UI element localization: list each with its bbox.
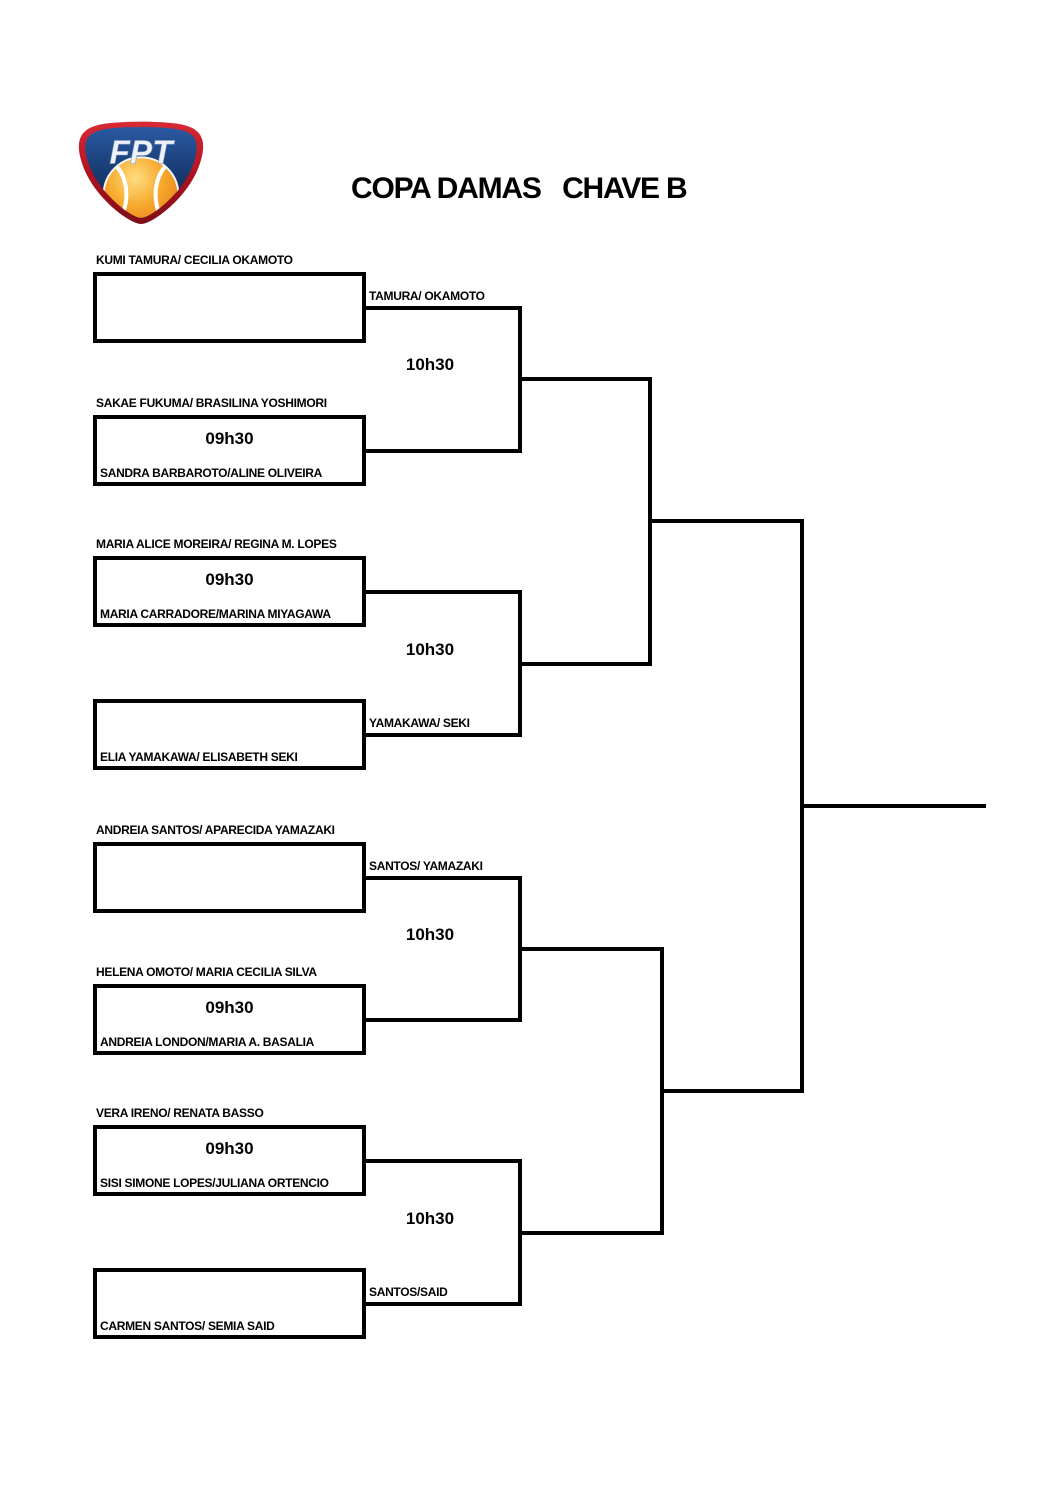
bracket-line	[518, 306, 522, 453]
bracket-slot-7: 09h30 SISI SIMONE LOPES/JULIANA ORTENCIO	[93, 1125, 366, 1196]
bracket-line	[660, 947, 664, 1235]
match-time: 09h30	[205, 570, 254, 589]
advancing-team-label: SANTOS/ YAMAZAKI	[369, 859, 483, 873]
team-pair-label: KUMI TAMURA/ CECILIA OKAMOTO	[96, 253, 293, 267]
team-pair-label: MARIA ALICE MOREIRA/ REGINA M. LOPES	[96, 537, 337, 551]
bracket-line	[366, 1302, 522, 1306]
team-pair-label-inside: SANDRA BARBAROTO/ALINE OLIVEIRA	[100, 466, 323, 480]
team-pair-label-inside: SISI SIMONE LOPES/JULIANA ORTENCIO	[100, 1176, 329, 1190]
bracket-line	[522, 947, 664, 951]
bracket-line	[804, 804, 986, 808]
fpt-acronym: FPT	[110, 134, 176, 171]
page-title: COPA DAMAS CHAVE B	[351, 172, 688, 205]
bracket-slot-8: CARMEN SANTOS/ SEMIA SAID	[93, 1268, 366, 1339]
team-pair-label-inside: CARMEN SANTOS/ SEMIA SAID	[100, 1319, 275, 1333]
bracket-line	[366, 306, 522, 310]
bracket-slot-5	[93, 842, 366, 913]
team-pair-label: ANDREIA SANTOS/ APARECIDA YAMAZAKI	[96, 823, 335, 837]
match-time: 09h30	[205, 1139, 254, 1158]
bracket-slot-6: 09h30 ANDREIA LONDON/MARIA A. BASALIA	[93, 984, 366, 1055]
round2-time: 10h30	[405, 355, 455, 374]
bracket-line	[648, 377, 652, 666]
bracket-line	[518, 876, 522, 1022]
bracket-line	[800, 519, 804, 1093]
bracket-line	[366, 1159, 522, 1163]
bracket-line	[522, 662, 652, 666]
fpt-logo: FPT	[78, 121, 204, 224]
bracket-line	[366, 1018, 522, 1022]
bracket-line	[518, 590, 522, 737]
bracket-line	[518, 1159, 522, 1306]
bracket-line	[522, 377, 652, 381]
round2-time: 10h30	[405, 640, 455, 659]
team-pair-label: VERA IRENO/ RENATA BASSO	[96, 1106, 264, 1120]
bracket-slot-1	[93, 272, 366, 343]
bracket-line	[366, 733, 522, 737]
match-time: 09h30	[205, 998, 254, 1017]
bracket-slot-3: 09h30 MARIA CARRADORE/MARINA MIYAGAWA	[93, 556, 366, 627]
bracket-line	[366, 449, 522, 453]
round2-time: 10h30	[405, 925, 455, 944]
bracket-line	[664, 1089, 804, 1093]
bracket-line	[522, 1231, 664, 1235]
team-pair-label: SAKAE FUKUMA/ BRASILINA YOSHIMORI	[96, 396, 327, 410]
advancing-team-label: TAMURA/ OKAMOTO	[369, 289, 485, 303]
bracket-line	[366, 876, 522, 880]
bracket-slot-4: ELIA YAMAKAWA/ ELISABETH SEKI	[93, 699, 366, 770]
team-pair-label: HELENA OMOTO/ MARIA CECILIA SILVA	[96, 965, 317, 979]
team-pair-label-inside: ANDREIA LONDON/MARIA A. BASALIA	[100, 1035, 315, 1049]
team-pair-label-inside: ELIA YAMAKAWA/ ELISABETH SEKI	[100, 750, 298, 764]
round2-time: 10h30	[405, 1209, 455, 1228]
bracket-line	[366, 590, 522, 594]
team-pair-label-inside: MARIA CARRADORE/MARINA MIYAGAWA	[100, 607, 331, 621]
match-time: 09h30	[205, 429, 254, 448]
bracket-line	[652, 519, 804, 523]
advancing-team-label: SANTOS/SAID	[369, 1285, 448, 1299]
advancing-team-label: YAMAKAWA/ SEKI	[369, 716, 470, 730]
bracket-slot-2: 09h30 SANDRA BARBAROTO/ALINE OLIVEIRA	[93, 415, 366, 486]
